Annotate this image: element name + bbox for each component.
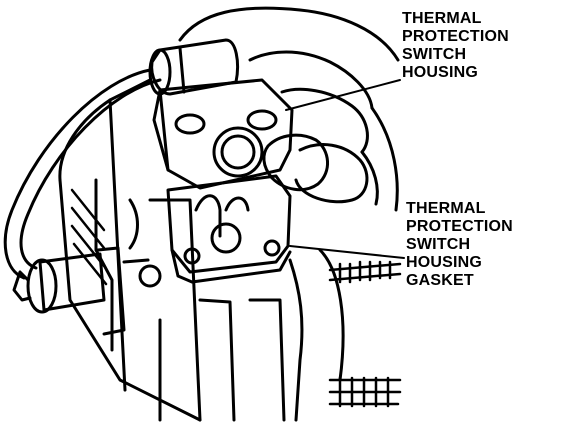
leader-lines [285,79,405,259]
housing-label: THERMAL PROTECTION SWITCH HOUSING [402,10,509,82]
gasket-label-line-2: PROTECTION [406,218,513,235]
housing-label-line-1: THERMAL [402,10,482,27]
gasket-label-line-3: SWITCH [406,236,471,253]
bolts [328,260,402,408]
wire [3,68,162,280]
housing-gasket [166,174,292,284]
housing-label-line-3: SWITCH [402,46,467,63]
gasket-label-line-5: GASKET [406,272,474,289]
hand [178,6,400,212]
connector [148,38,240,96]
rear-bearing [12,246,162,336]
housing-label-line-4: HOUSING [402,64,479,81]
switch-housing [152,78,294,190]
gasket-label: THERMAL PROTECTION SWITCH HOUSING GASKET [406,200,513,290]
gasket-label-line-1: THERMAL [406,200,486,217]
gasket-label-line-4: HOUSING [406,254,483,271]
housing-label-line-2: PROTECTION [402,28,509,45]
